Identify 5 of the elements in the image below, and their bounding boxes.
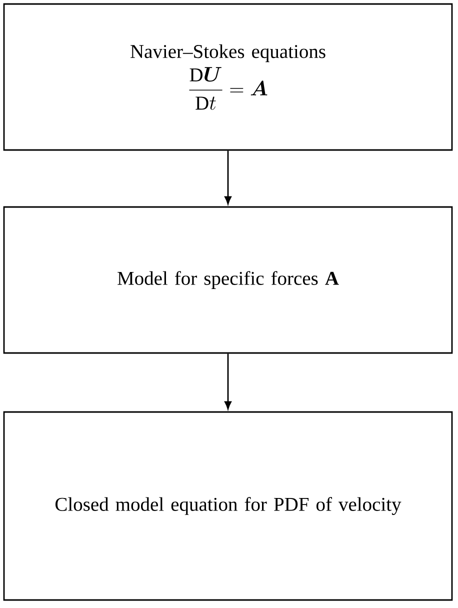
process-box: Navier–Stokes equations $\frac{\mathrm{D}\boldsymbol{U}}{\mathrm{D}t} = \boldsymbol{A}$ [3,3,453,151]
arrow [224,354,232,410]
process-box: Model for specific forces A [3,206,453,354]
arrow [224,150,232,204]
process-box: Closed model equation for PDF of velocity [3,411,453,601]
